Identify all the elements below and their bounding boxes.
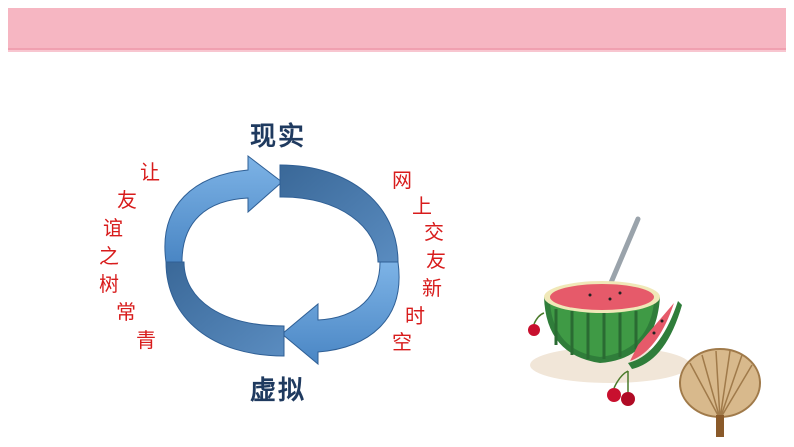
right-char: 交	[424, 220, 444, 244]
reality-label: 现实	[250, 122, 307, 152]
watermelon-slice-icon	[628, 301, 682, 369]
right-char: 友	[426, 248, 446, 272]
right-char: 新	[422, 276, 442, 300]
left-char: 谊	[103, 216, 123, 240]
virtual-label: 虚拟	[250, 376, 307, 406]
left-char: 树	[99, 272, 119, 296]
watermelon-bowl-icon	[544, 281, 660, 363]
left-char: 常	[116, 300, 136, 324]
arrow-upper-left	[164, 154, 283, 263]
header-banner	[8, 8, 786, 50]
arrow-lower-right	[281, 261, 400, 366]
summer-illustration	[528, 216, 761, 437]
header-divider	[8, 50, 786, 52]
right-char: 上	[412, 194, 432, 218]
arrow-lower-left	[165, 261, 285, 357]
left-char: 友	[117, 188, 137, 212]
spoon-icon	[607, 216, 641, 288]
cherries-icon	[607, 370, 635, 406]
hand-fan-icon	[679, 348, 761, 437]
left-char: 让	[140, 160, 160, 184]
arrow-upper-right	[279, 164, 399, 263]
left-char: 青	[136, 328, 156, 352]
left-char: 之	[99, 244, 119, 268]
right-char: 时	[405, 304, 425, 328]
right-char: 空	[392, 330, 412, 354]
cherries-icon	[528, 312, 545, 336]
right-char: 网	[392, 168, 412, 192]
